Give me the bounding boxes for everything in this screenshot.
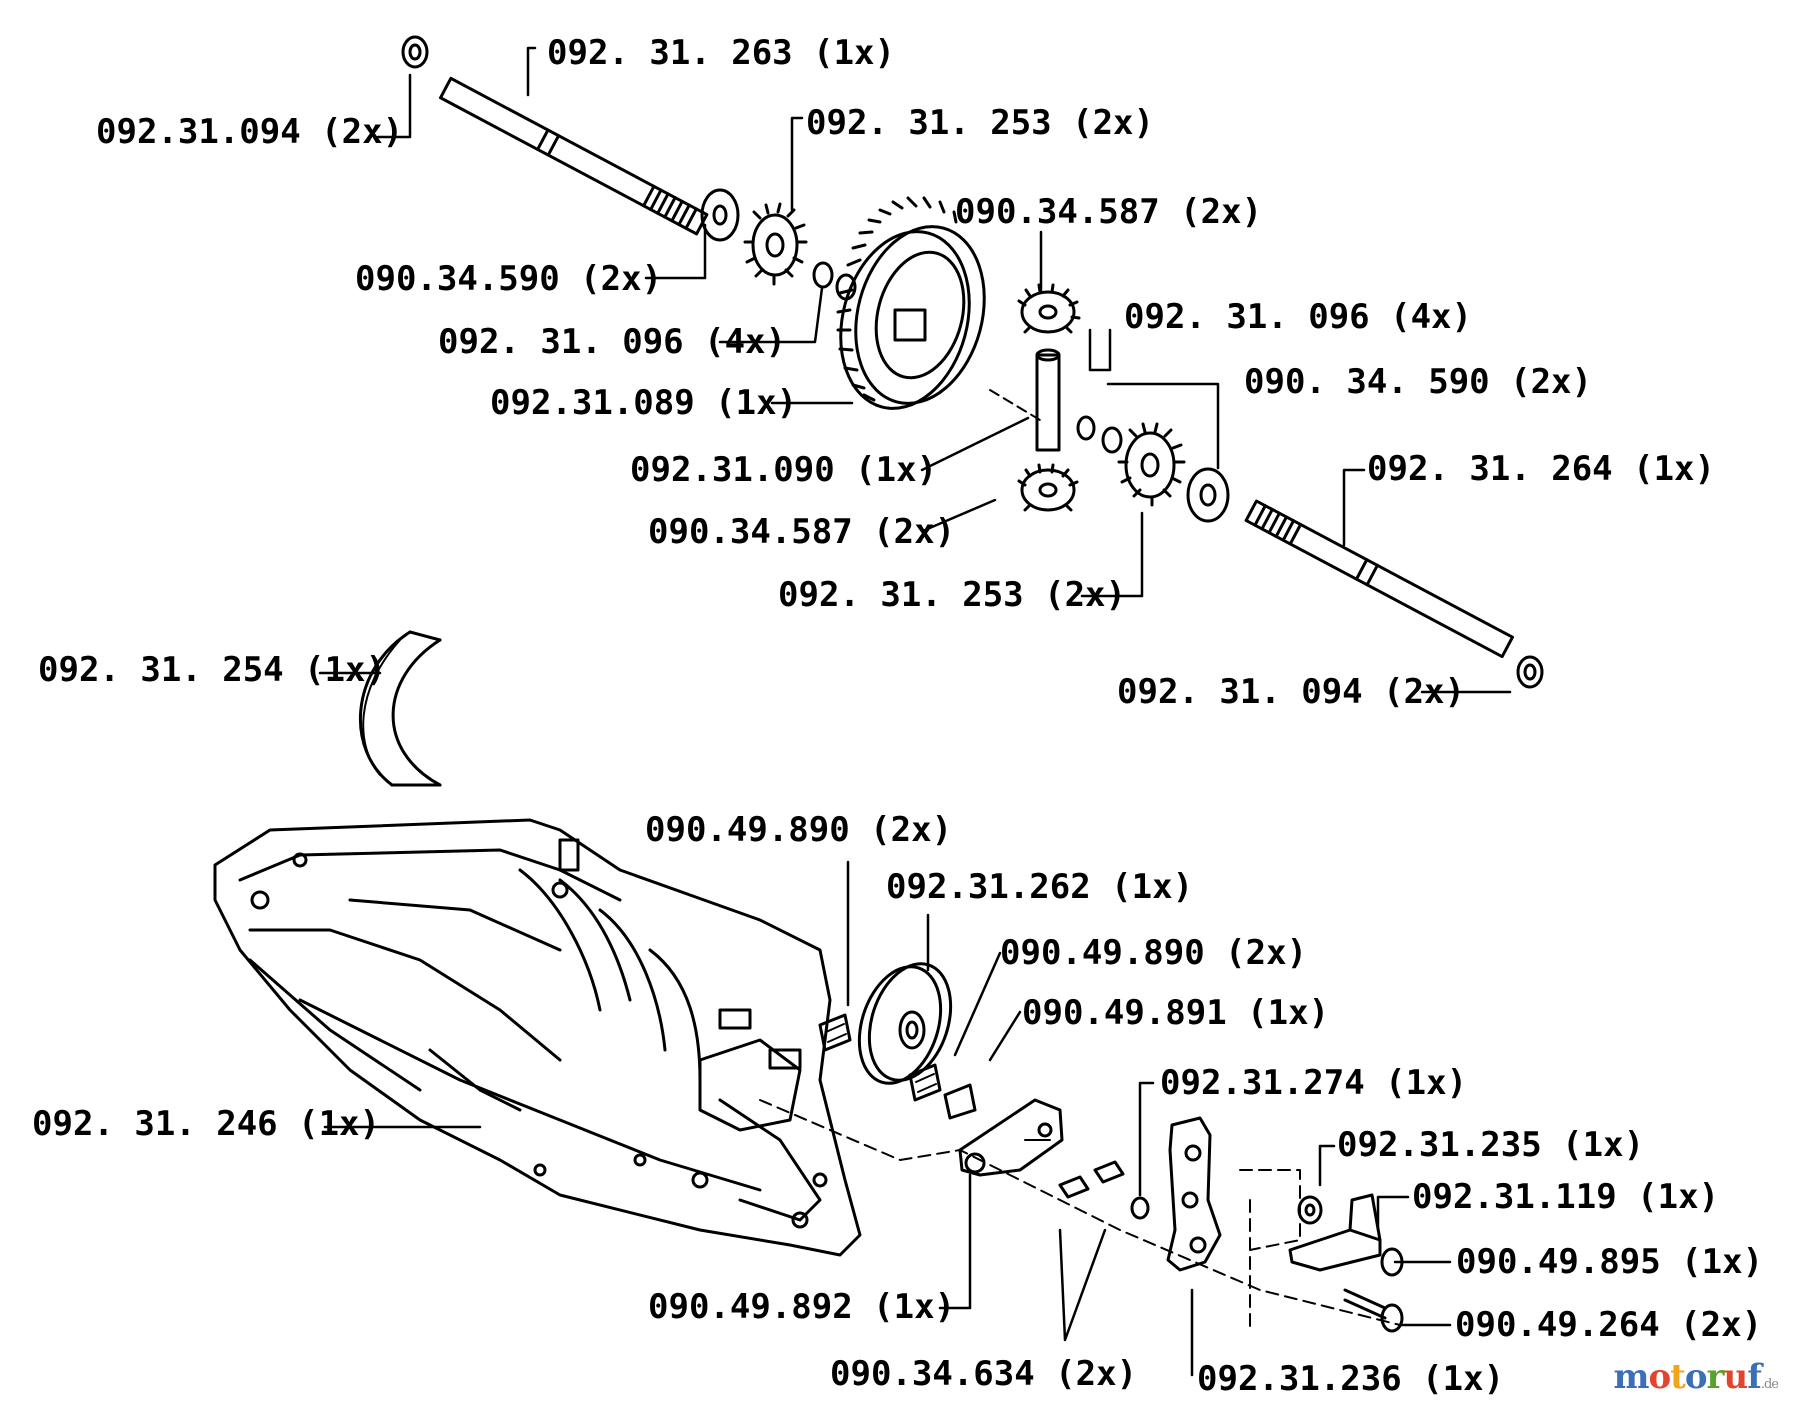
pinion-gear-upper [743,202,808,286]
logo-letter: u [1723,1357,1748,1397]
angle-bracket [1288,1193,1382,1272]
part-label: 092. 31. 254 (1x) [38,650,386,690]
logo-letter: o [1684,1357,1708,1397]
part-label: 092. 31. 264 (1x) [1367,449,1715,489]
center-line-lower [759,1099,1401,1326]
washer-small [1380,1247,1404,1277]
ring-lower-1 [1076,415,1096,441]
part-label: 090.34.634 (2x) [830,1354,1138,1394]
pin-2 [1093,1160,1125,1184]
part-label: 092. 31. 253 (2x) [778,575,1126,615]
part-label: 090.49.264 (2x) [1455,1305,1763,1345]
gearbox-housing [213,818,862,1257]
part-label: 090.49.895 (1x) [1456,1242,1764,1282]
part-label: 090. 34. 590 (2x) [1244,362,1592,402]
lower-right-axle [1244,499,1514,659]
logo-letter: r [1706,1357,1725,1397]
bolt [1343,1288,1404,1333]
part-label: 092.31.235 (1x) [1337,1125,1645,1165]
center-line-upper [989,389,1041,421]
logo-letter: o [1648,1357,1671,1397]
nut-small [1297,1195,1323,1225]
curved-cover-strip [358,630,442,787]
spider-pinion-top [1017,283,1081,334]
ring-lower-2 [1101,426,1123,454]
circlip-lower [1516,655,1544,689]
motoruf-logo: motoruf.de [1613,1357,1779,1397]
logo-letter: m [1613,1357,1649,1397]
bushing-right [908,1063,942,1102]
pulley-disc [857,962,953,1085]
spider-pin [1035,348,1061,452]
part-label: 090.34.587 (2x) [648,512,956,552]
circlip-upper [401,35,429,69]
washer-lower [1186,467,1230,523]
key-plate [943,1083,977,1120]
part-label: 092. 31. 246 (1x) [32,1104,380,1144]
part-label: 092. 31. 096 (4x) [438,322,786,362]
part-label: 092.31.274 (1x) [1160,1063,1468,1103]
upper-left-axle [439,76,709,236]
part-label: 090.49.891 (1x) [1022,993,1330,1033]
part-label: 090.49.890 (2x) [645,810,953,850]
part-label: 092.31.262 (1x) [886,867,1194,907]
spring-pin [1130,1196,1150,1220]
part-label: 090.49.890 (2x) [1000,933,1308,973]
shift-lever [958,1098,1064,1177]
pin-1 [1058,1175,1090,1199]
part-label: 092.31.119 (1x) [1412,1177,1720,1217]
logo-letter: f [1747,1357,1762,1397]
part-label: 092.31.094 (2x) [96,112,404,152]
part-label: 092.31.089 (1x) [490,383,798,423]
spider-pinion-bottom [1017,463,1079,512]
leader-lines [318,46,1512,1377]
ring-upper-1 [812,261,834,289]
part-label: 092. 31. 096 (4x) [1124,297,1472,337]
pinion-gear-lower [1117,422,1186,507]
part-label: 092. 31. 094 (2x) [1117,672,1465,712]
part-label: 092.31.090 (1x) [630,450,938,490]
bracket-plate [1166,1116,1222,1272]
bushing-left [818,1013,852,1052]
part-label: 092. 31. 253 (2x) [806,103,1154,143]
drive-gear-wheel [836,196,986,410]
logo-letter: t [1670,1357,1686,1397]
part-label: 090.34.587 (2x) [955,192,1263,232]
part-label: 092. 31. 263 (1x) [547,33,895,73]
washer-upper [700,188,740,242]
part-label: 090.34.590 (2x) [355,259,663,299]
logo-suffix: .de [1760,1377,1779,1392]
part-label: 090.49.892 (1x) [648,1287,956,1327]
part-label: 092.31.236 (1x) [1197,1359,1505,1399]
